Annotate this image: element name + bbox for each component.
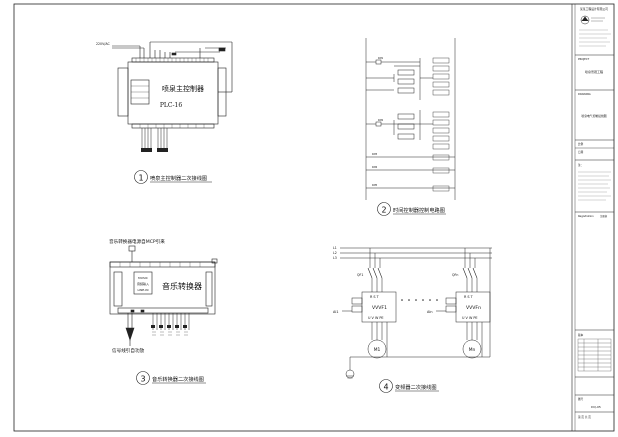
d4-motor-left — [367, 339, 387, 359]
company-name: 某某工程设计有限公司 — [580, 7, 608, 11]
registration-label: Registration — [578, 214, 594, 218]
d3-number: 3 — [140, 375, 145, 384]
d2-relay-1: KM1 — [378, 57, 384, 60]
d1-controller-model: PLC-16 — [160, 102, 182, 109]
d4-vfd-right: VVVFn — [466, 305, 481, 311]
d4-terminals-top-right: R S T — [464, 295, 474, 299]
d4-breaker-right: QFn — [452, 273, 458, 277]
d4-caption-text: 变频器二次接线图 — [395, 383, 437, 391]
d1-number: 1 — [138, 174, 143, 183]
d2-caption-text: 时间控制器控制电路图 — [393, 206, 445, 214]
d1-caption-text: 喷泉主控制器二次接线图 — [150, 174, 207, 182]
diagram-4-vfd-wiring: L1 L2 L3 QF1 R S T VVVF1 U V W PE AI1 M1 — [333, 246, 492, 379]
d4-terminals-bottom-right: U V W PE — [462, 316, 478, 320]
date-label: 日期 — [578, 150, 584, 154]
d2-caption: 2 时间控制器控制电路图 — [377, 202, 446, 216]
sheet-label: 第 页 共 页 — [578, 415, 591, 419]
d2-number: 2 — [381, 206, 386, 215]
title-block: 某某工程设计有限公司 PROJECT 喷泉景观工程 DRAWING 喷泉电气控制… — [575, 7, 614, 419]
project-name: 喷泉景观工程 — [585, 69, 603, 74]
drawing-name: 喷泉电气控制接线图 — [581, 114, 606, 118]
d4-number: 4 — [383, 383, 388, 392]
d4-caption: 4 变频器二次接线图 — [379, 379, 439, 393]
d3-converter-name: 音乐转换器 — [162, 281, 202, 291]
sheet-outer-border — [13, 3, 615, 432]
revision-label: 版本 — [578, 333, 584, 337]
d4-signal-left: AI1 — [333, 310, 338, 314]
d2-relay-3: KM3 — [372, 153, 378, 156]
d1-controller-name: 喷泉主控制器 — [162, 84, 204, 93]
d2-relay-4: KM4 — [372, 166, 378, 169]
d4-motor-left-label: M1 — [374, 347, 381, 353]
d3-bottom-note: 信号线引自功放 — [112, 347, 145, 354]
d4-motor-right-label: Mn — [469, 347, 476, 353]
d4-l3: L3 — [333, 256, 337, 260]
d4-vfd-left: VVVF1 — [372, 305, 387, 311]
d4-breaker-left: QF1 — [357, 273, 363, 277]
project-label: PROJECT — [578, 57, 590, 61]
d1-caption: 1 喷泉主控制器二次接线图 — [134, 170, 212, 184]
d3-caption: 3 音乐转换器二次接线图 — [136, 371, 206, 385]
d3-caption-text: 音乐转换器二次接线图 — [152, 375, 204, 383]
d4-l2: L2 — [333, 251, 337, 255]
company-logo — [580, 15, 590, 25]
d4-terminals-top-left: R S T — [370, 295, 380, 299]
d3-inset-3: LINE-IN — [138, 288, 149, 292]
d4-l1: L1 — [333, 246, 337, 250]
d1-controller-box — [127, 61, 219, 125]
drawing-no-label: 图号 — [578, 397, 584, 401]
d2-relay-2: KM2 — [378, 119, 384, 122]
notes-label: 注： — [578, 163, 583, 167]
registration-value: 注册章 — [600, 214, 608, 218]
d4-terminals-bottom-left: U V W PE — [368, 316, 384, 320]
d1-power-label: 220V/AC — [96, 42, 110, 46]
diagram-3-music-converter: 音乐转换器电源自MCP引来 MUSIC 音频输入 LINE-IN 音乐转换器 信… — [109, 238, 218, 354]
d3-inset-2: 音频输入 — [137, 281, 149, 286]
diagram-1-main-controller: 220V/AC — [96, 41, 233, 152]
scale-label: 比例 — [578, 142, 584, 146]
d3-inset-1: MUSIC — [138, 276, 148, 280]
drawing-no-value: DQ-05 — [591, 405, 601, 409]
diagram-2-timer-circuit: KM1 KM2 KM3 KM4 KM5 — [365, 38, 456, 200]
d2-relay-5: KM5 — [372, 184, 378, 187]
d4-motor-right — [462, 339, 482, 359]
drawing-label: DRAWING — [578, 92, 591, 96]
d3-top-note: 音乐转换器电源自MCP引来 — [109, 238, 165, 245]
d4-signal-right: AIn — [427, 310, 432, 314]
